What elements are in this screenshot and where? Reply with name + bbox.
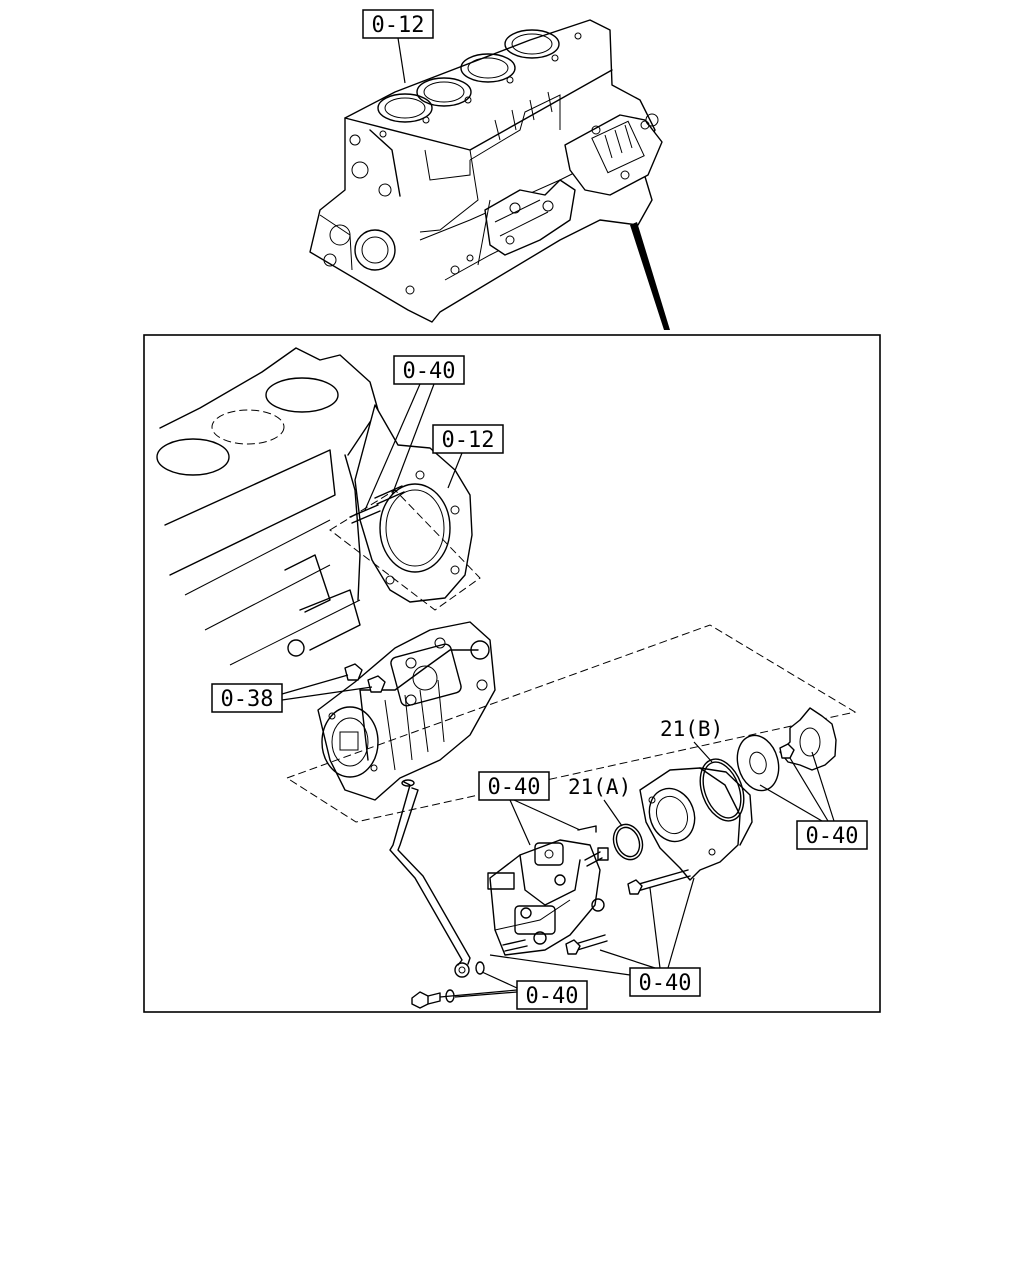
o-ring-a [612, 823, 644, 861]
label-o-ring-b: 21(B) [660, 717, 723, 763]
o-ring-b [699, 758, 745, 822]
svg-text:21(A): 21(A) [568, 775, 631, 799]
svg-text:0-12: 0-12 [442, 428, 495, 453]
svg-text:0-40: 0-40 [639, 971, 692, 996]
svg-text:0-40: 0-40 [806, 824, 859, 849]
injection-pump [487, 825, 609, 956]
block-detail [156, 347, 481, 666]
svg-text:0-38: 0-38 [221, 687, 274, 712]
svg-text:21(B): 21(B) [660, 717, 723, 741]
fuel-pipe [389, 779, 471, 978]
label-detail-block-bolts: 0-40 [364, 355, 465, 511]
pump-housing [639, 767, 753, 881]
label-o-ring-a: 21(A) [568, 775, 631, 827]
coupling [736, 707, 837, 792]
label-top-block-ref: 0-12 [362, 9, 434, 84]
label-pump-bracket-nuts: 0-38 [211, 674, 373, 713]
pump-bracket [285, 621, 857, 823]
fuel-pipe-bolts [411, 961, 485, 1009]
svg-text:0-40: 0-40 [488, 775, 541, 800]
engine-block-overview [309, 19, 670, 330]
svg-text:0-40: 0-40 [403, 359, 456, 384]
svg-text:0-12: 0-12 [372, 13, 425, 38]
housing-bolts [502, 869, 691, 955]
label-pump-assembly: 0-40 [478, 771, 581, 846]
label-fuel-pipe-bolts: 0-40 [439, 971, 588, 1010]
svg-text:0-40: 0-40 [526, 984, 579, 1009]
label-coupling: 0-40 [759, 751, 868, 850]
label-detail-block-ref: 0-12 [432, 424, 504, 489]
detail-frame [143, 334, 881, 1013]
label-housing-bolts: 0-40 [489, 877, 701, 997]
